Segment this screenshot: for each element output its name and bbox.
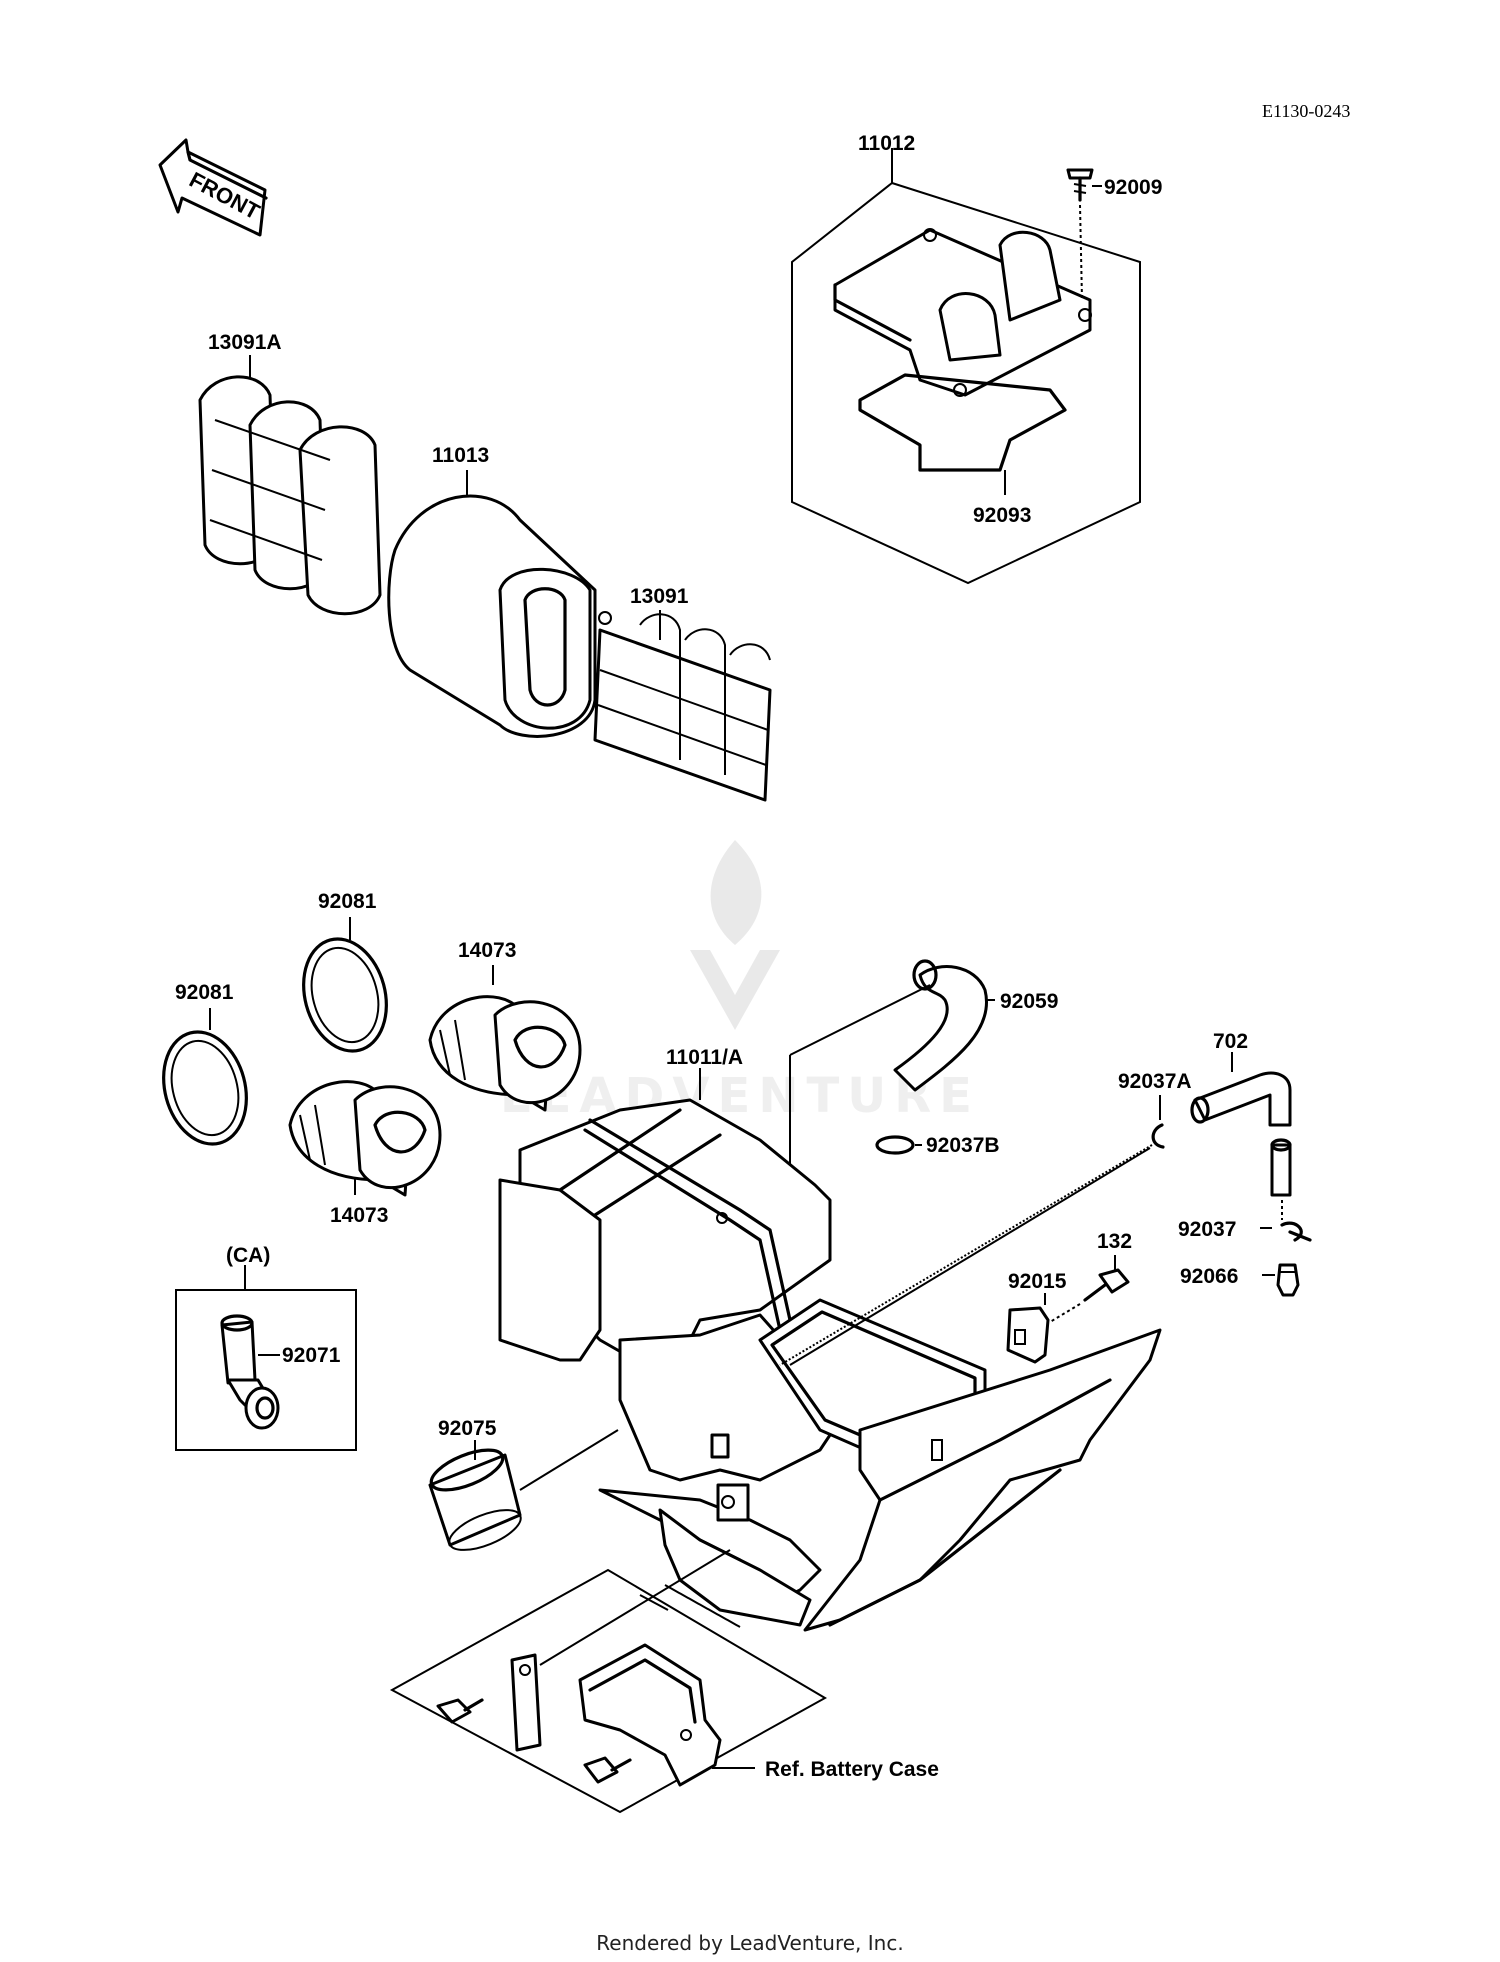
clip-92037-icon [1260,1221,1312,1242]
clamp-92015-icon [1006,1293,1050,1364]
label-11012: 11012 [858,132,915,155]
label-702: 702 [1213,1030,1248,1053]
label-14073-bottom: 14073 [330,1204,388,1227]
label-92075: 92075 [438,1417,497,1440]
label-92071: 92071 [282,1344,341,1367]
label-132: 132 [1097,1230,1132,1253]
label-11011A: 11011/A [666,1046,743,1069]
clamp-92081-top [302,917,388,1053]
hose-702 [1190,1052,1292,1220]
label-CA: (CA) [226,1244,270,1267]
filter-frame-13091 [593,610,772,802]
fitting-92071-icon [220,1314,280,1430]
airbox-11011A [498,1068,1162,1632]
cover-assembly-11012 [791,148,1141,585]
label-92066: 92066 [1180,1265,1238,1288]
label-92009: 92009 [1104,176,1162,199]
duct-14073-top [428,965,582,1112]
label-13091: 13091 [630,585,689,608]
screw-92009-icon [1066,168,1102,301]
clip-92037B-icon [875,1135,922,1155]
label-92015: 92015 [1008,1270,1067,1293]
label-92037A: 92037A [1118,1070,1192,1093]
front-arrow-icon: FRONT [158,138,268,237]
clamp-92081-left [162,1008,248,1146]
bolt-132-icon [1049,1255,1130,1323]
sleeve-92075 [428,1429,619,1551]
label-ref-battery-case: Ref. Battery Case [765,1758,939,1781]
battery-case-box [389,1549,828,1814]
filter-element-11013 [387,470,597,738]
label-92037B: 92037B [926,1134,1000,1157]
clip-92037A-icon [779,1095,1165,1366]
watermark-text: LEADVENTURE [500,1068,980,1124]
filter-frame-13091A [198,355,382,616]
label-92037: 92037 [1178,1218,1236,1241]
label-92059: 92059 [1000,990,1058,1013]
ca-box [175,1265,357,1451]
footer-text: Rendered by LeadVenture, Inc. [596,1931,903,1955]
label-14073-top: 14073 [458,939,516,962]
bolt-icon [436,1698,484,1724]
duct-14073-bottom [288,1080,442,1197]
label-92081-left: 92081 [175,981,234,1004]
plug-92066-icon [1262,1263,1300,1297]
watermark-logo: LEADVENTURE [500,840,980,1124]
label-13091A: 13091A [208,331,282,354]
label-92081-top: 92081 [318,890,377,913]
diagram-code: E1130-0243 [1262,101,1350,121]
label-92093: 92093 [973,504,1031,527]
label-11013: 11013 [432,444,489,467]
bolt-icon [583,1756,632,1784]
